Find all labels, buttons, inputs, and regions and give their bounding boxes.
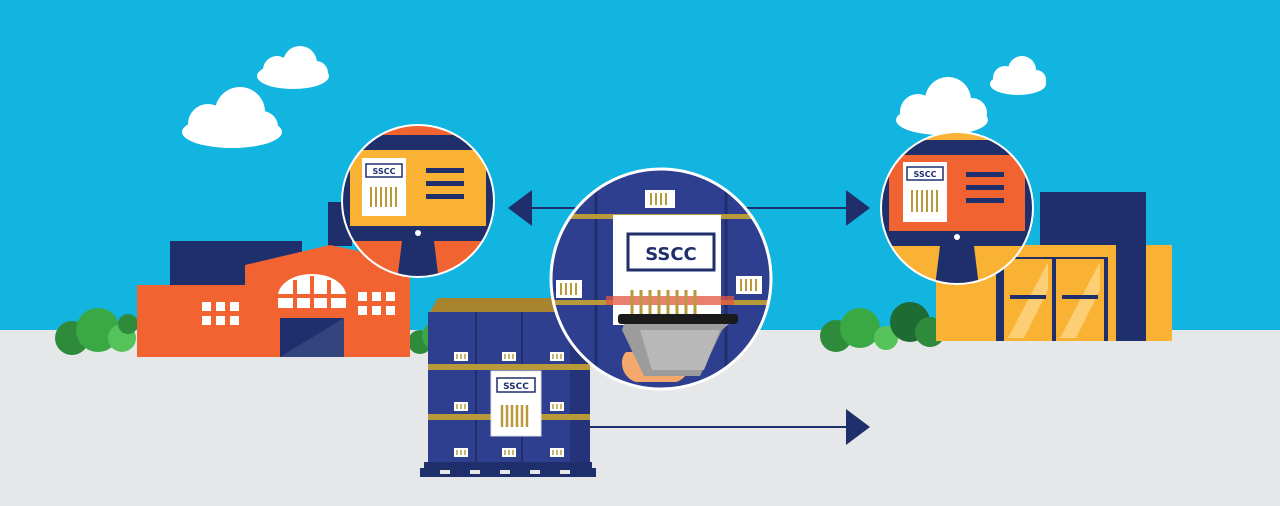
sender-computer-icon: SSCC	[341, 124, 495, 278]
cloud-icon	[182, 87, 282, 148]
sender-screen-label: SSCC	[373, 167, 396, 176]
cloud-icon	[990, 56, 1046, 95]
warehouse-icon	[936, 192, 1172, 341]
barcode-scanner-icon: SSCC	[549, 167, 773, 391]
bush-right	[820, 302, 945, 352]
cloud-icon	[257, 46, 329, 89]
receiver-computer-icon: SSCC	[880, 131, 1034, 285]
pallet-label-text: SSCC	[503, 382, 529, 392]
factory-icon	[137, 202, 410, 357]
scan-label-text: SSCC	[645, 244, 697, 265]
bush-left	[55, 308, 138, 355]
receiver-screen-label: SSCC	[914, 170, 937, 179]
cloud-icon	[896, 77, 988, 135]
arrow-shipment-icon	[586, 409, 870, 445]
